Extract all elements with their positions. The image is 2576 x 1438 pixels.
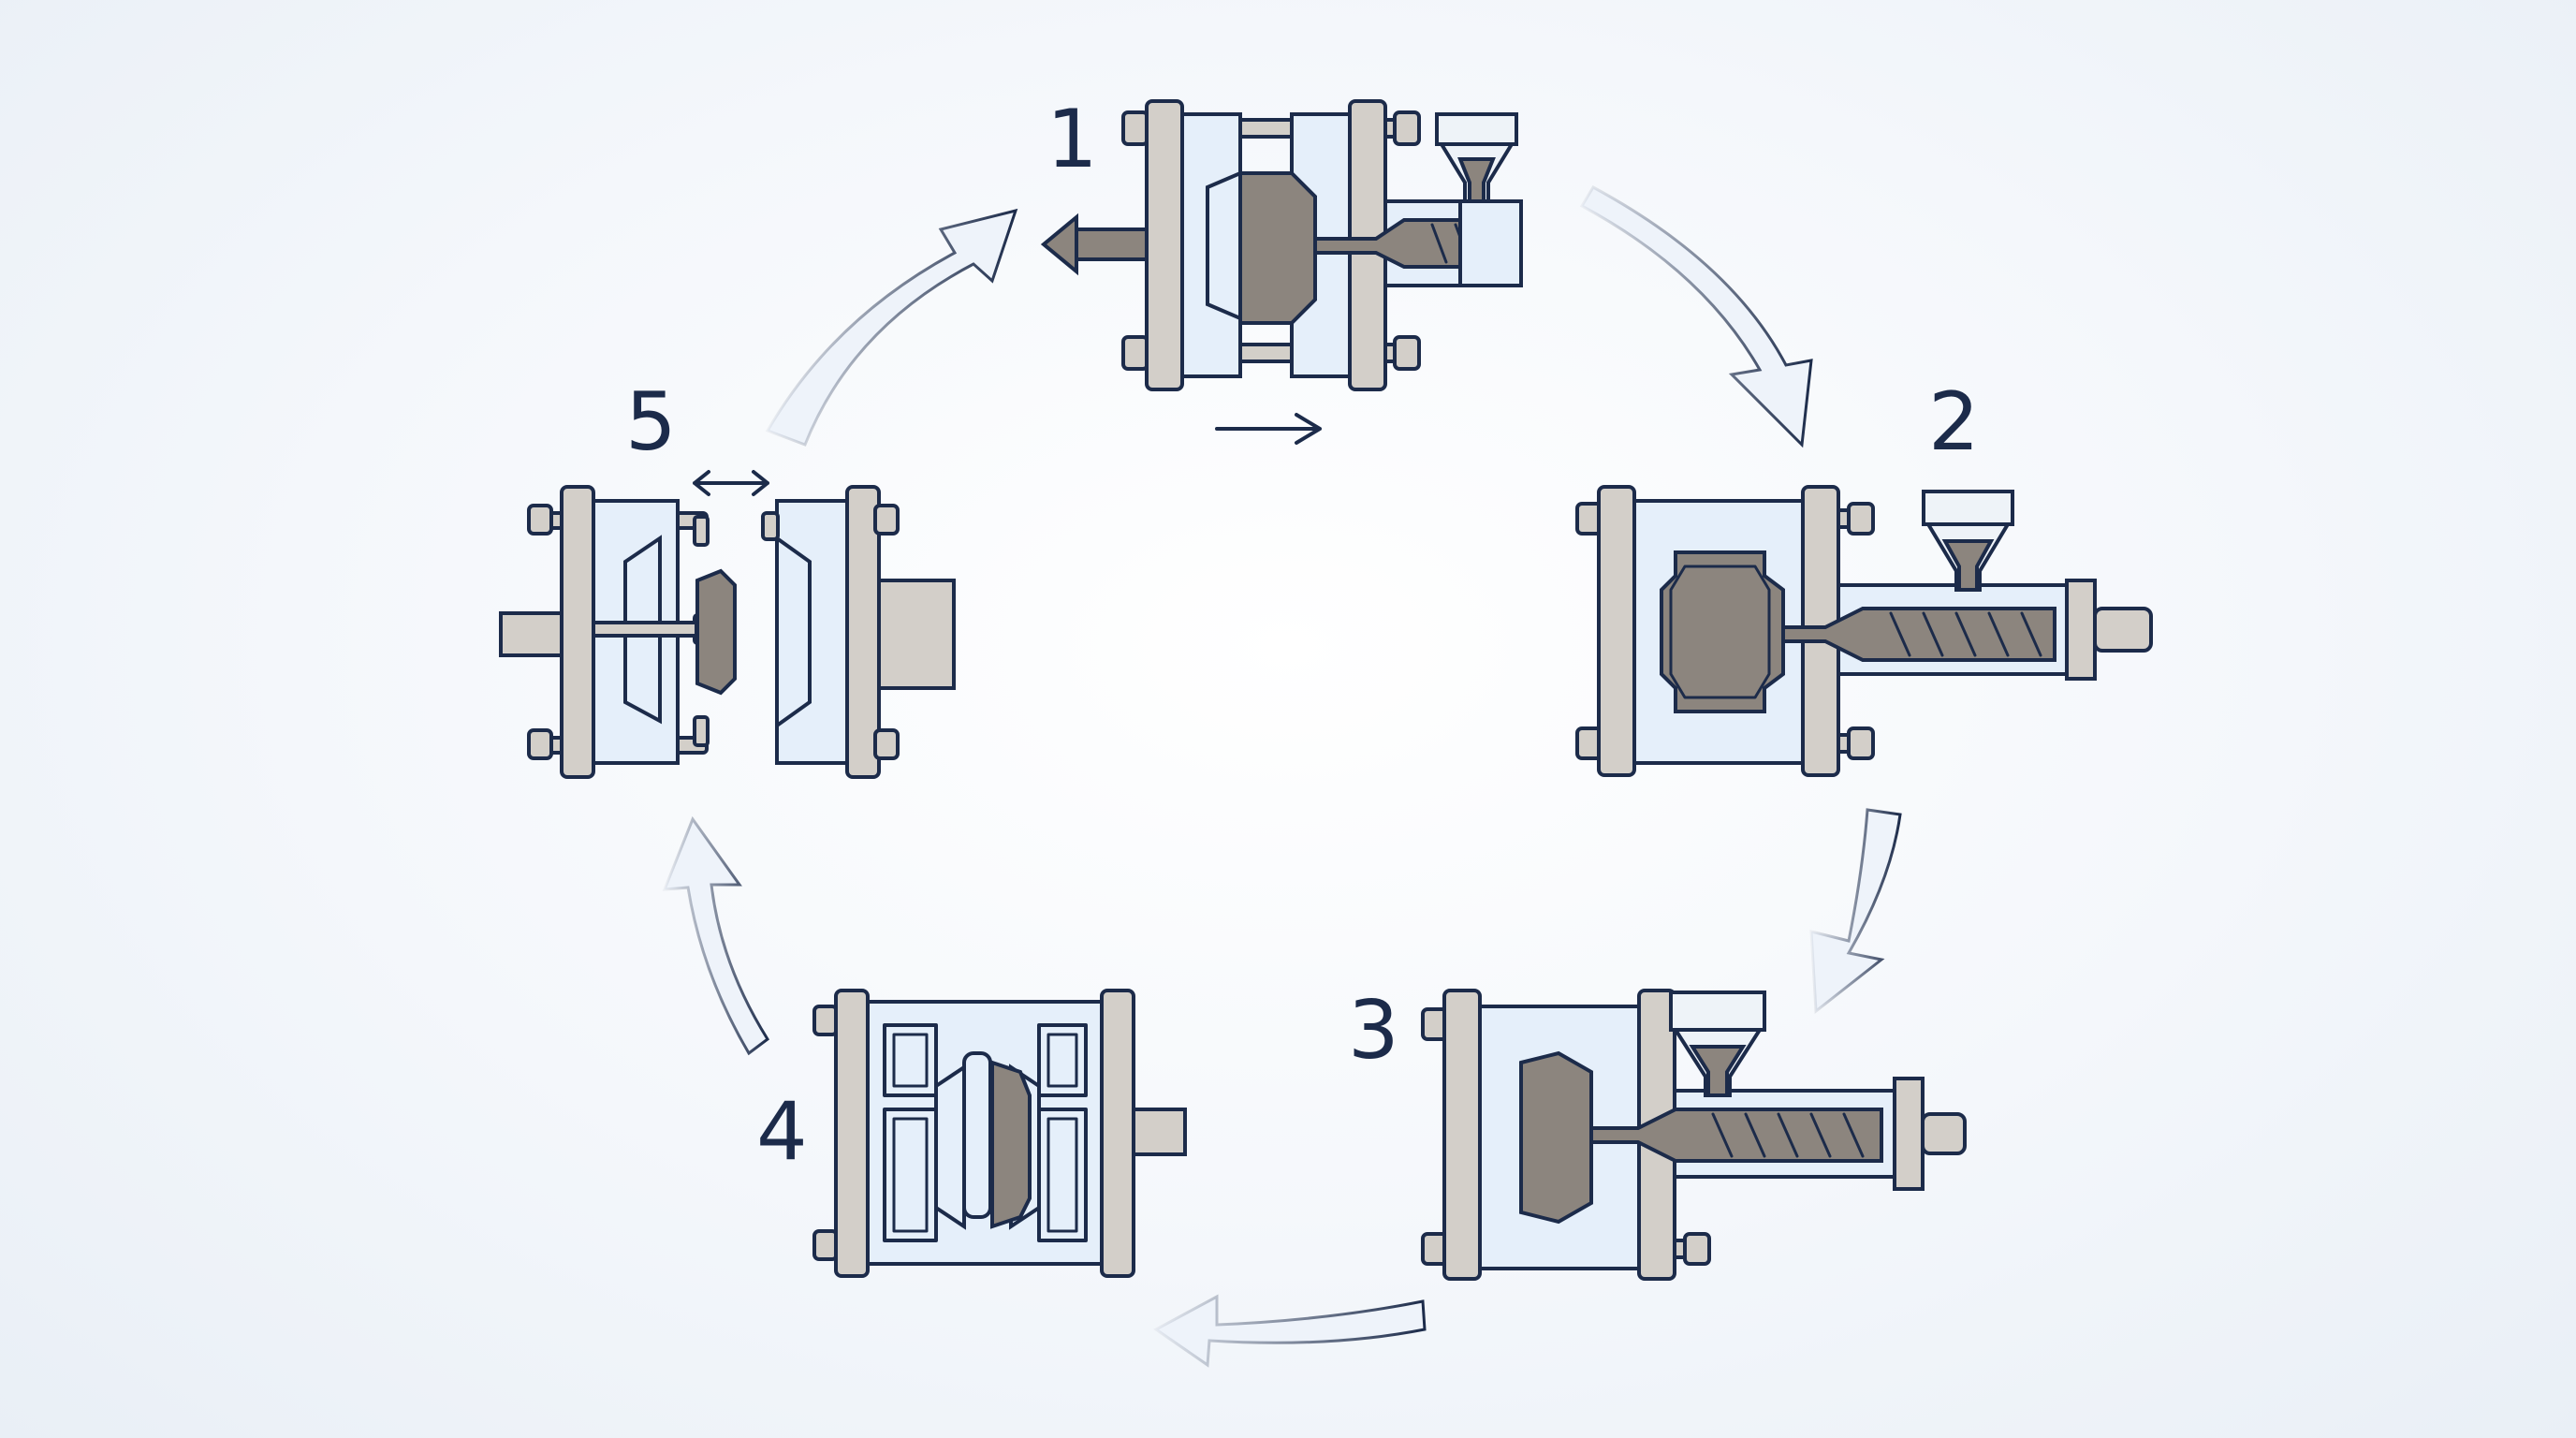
cycle-arrow-icon bbox=[1153, 1294, 1427, 1368]
step-number-5: 5 bbox=[625, 375, 677, 469]
double-arrow-icon bbox=[693, 470, 769, 496]
cycle-arrow-icon bbox=[662, 815, 770, 1056]
step-number-3: 3 bbox=[1348, 984, 1399, 1078]
step-5-machine bbox=[499, 470, 956, 779]
step-4-machine bbox=[812, 989, 1187, 1278]
direction-arrow-icon bbox=[1215, 413, 1322, 445]
cycle-arrow-icon bbox=[765, 208, 1018, 447]
step-2-machine bbox=[1575, 485, 2153, 777]
cycle-arrow-icon bbox=[1579, 184, 1813, 448]
step-number-1: 1 bbox=[1046, 93, 1098, 186]
step-3-machine bbox=[1421, 989, 1967, 1281]
step-number-4: 4 bbox=[756, 1085, 808, 1179]
cycle-arrow-icon bbox=[1809, 808, 1902, 1014]
step-number-2: 2 bbox=[1928, 375, 1980, 469]
step-1-machine bbox=[1040, 99, 1523, 445]
